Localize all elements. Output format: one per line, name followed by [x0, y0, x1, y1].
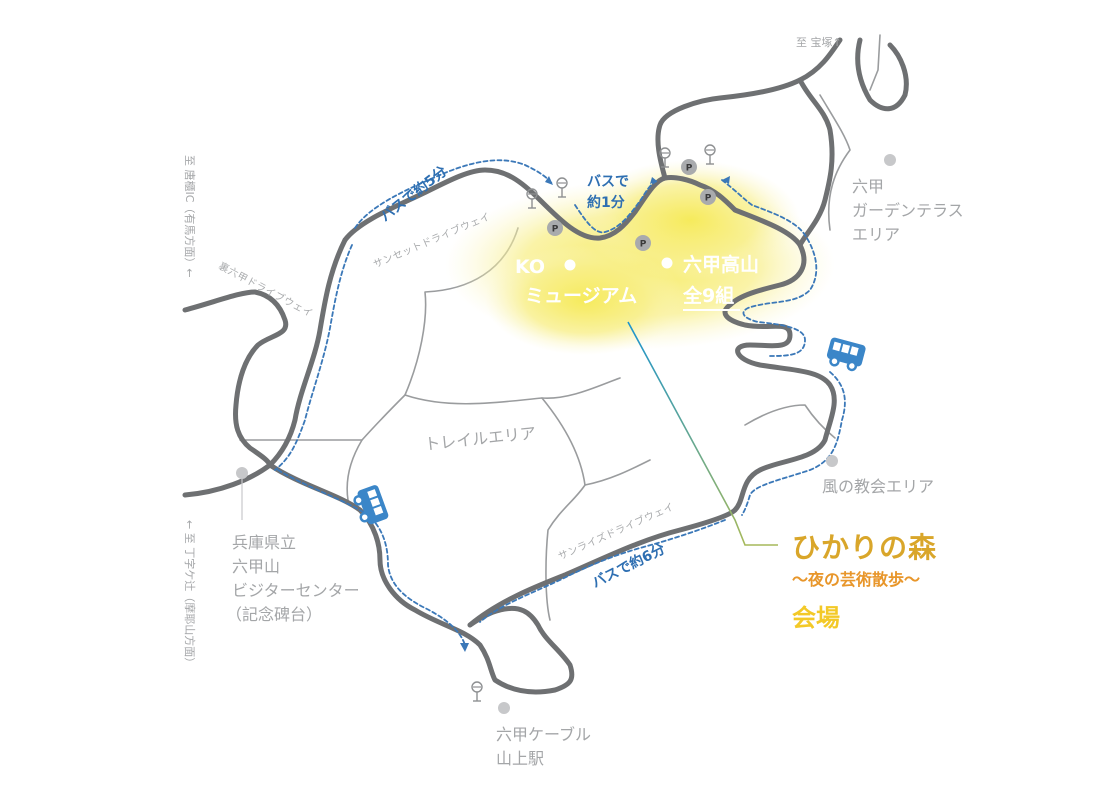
- svg-text:P: P: [552, 225, 559, 235]
- parking-icon: P: [700, 189, 716, 205]
- bus-route-arrows: [460, 176, 730, 652]
- label-bus-5min: バスで約5分: [377, 163, 450, 225]
- pointer-line: [627, 321, 778, 546]
- event-subtitle: ～夜の芸術散歩～: [792, 570, 920, 589]
- label-cable-2: 山上駅: [496, 749, 544, 768]
- label-garden-terrace-2: ガーデンテラス: [852, 201, 964, 220]
- label-ura-rokko-drive: 裏六甲ドライブウェイ: [217, 259, 316, 320]
- event-title: ひかりの森: [792, 531, 937, 564]
- direction-takarazuka: 至 宝塚↑: [796, 35, 842, 49]
- label-trail-area: トレイルエリア: [423, 423, 536, 454]
- minor-roads: [239, 34, 881, 621]
- highlight-labels: KO 六甲高山 ミュージアム 全9組: [515, 253, 759, 311]
- label-rokko-takayama: 六甲高山: [683, 253, 759, 276]
- label-bus-1min-1: バスで: [587, 174, 629, 190]
- event-highlight: [445, 160, 835, 355]
- location-dot-icon: [826, 455, 838, 467]
- label-visitor-4: （記念碑台）: [226, 605, 322, 624]
- svg-text:P: P: [686, 164, 693, 174]
- svg-text:P: P: [640, 240, 647, 250]
- direction-karato-ic: 至 唐櫃IC（有馬方面）←: [183, 155, 197, 278]
- main-roads: [182, 37, 909, 695]
- location-dot-icon: [236, 467, 248, 479]
- bus-icon: [823, 335, 868, 374]
- parking-markers: P P P P: [547, 159, 716, 251]
- label-garden-terrace-1: 六甲: [852, 177, 884, 196]
- label-visitor-1: 兵庫県立: [232, 533, 296, 552]
- label-museum: ミュージアム: [525, 285, 637, 307]
- label-cable-1: 六甲ケーブル: [496, 725, 591, 744]
- bus-routes: [274, 159, 846, 646]
- svg-text:P: P: [705, 194, 712, 204]
- parking-icon: P: [635, 235, 651, 251]
- label-visitor-2: 六甲山: [232, 557, 280, 576]
- label-all-sets: 全9組: [682, 284, 734, 307]
- parking-icon: P: [547, 220, 563, 236]
- event-venue: 会場: [792, 604, 840, 632]
- label-garden-terrace-3: エリア: [852, 225, 900, 244]
- bus-stop-icon: [471, 681, 483, 702]
- label-rokko-left: KO: [515, 256, 545, 278]
- direction-chojigatsuji: ← 至 丁字ケ辻（摩耶山方面）: [183, 520, 197, 668]
- label-visitor-3: ビジターセンター: [232, 581, 360, 600]
- label-wind-church: 風の教会エリア: [822, 477, 934, 496]
- event-title-block: ひかりの森 ～夜の芸術散歩～ 会場: [792, 531, 937, 632]
- location-dots: [236, 154, 896, 714]
- label-bus-1min-2: 約1分: [587, 194, 625, 211]
- parking-icon: P: [681, 159, 697, 175]
- location-dot-icon: [498, 702, 510, 714]
- location-dot-icon: [884, 154, 896, 166]
